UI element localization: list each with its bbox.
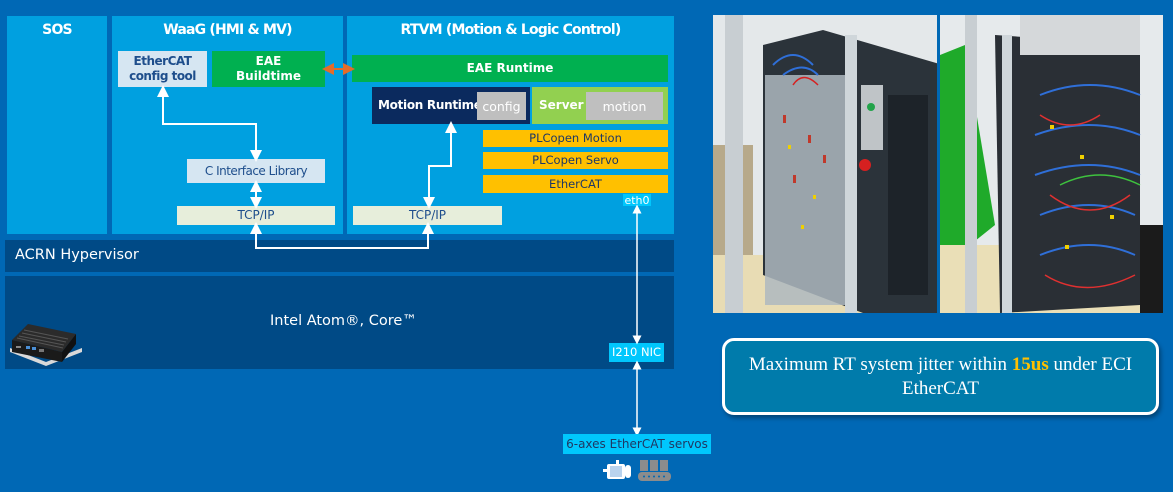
test-rack-photo-left	[713, 15, 937, 313]
callout-highlight: 15us	[1011, 354, 1049, 375]
waag-vm: WaaG (HMI & MV)	[112, 16, 343, 234]
callout-text-before: Maximum RT system jitter within	[748, 354, 1012, 375]
plcopen-servo: PLCopen Servo	[483, 152, 668, 169]
rtvm-tcpip: TCP/IP	[353, 206, 502, 225]
hardware-platform: Intel Atom®, Core™	[5, 276, 674, 369]
i210-nic: I210 NIC	[609, 343, 664, 362]
sos-title: SOS	[42, 22, 72, 38]
eae-buildtime: EAE Buildtime	[212, 51, 325, 87]
sos-vm: SOS	[7, 16, 107, 234]
c-interface-library: C Interface Library	[187, 159, 325, 183]
ethercat-config-tool-line2: config tool	[129, 69, 196, 83]
test-rack-photo-right	[940, 15, 1163, 313]
eae-buildtime-line1: EAE	[255, 54, 282, 68]
rtvm-title: RTVM (Motion & Logic Control)	[400, 22, 622, 38]
acrn-hypervisor: ACRN Hypervisor	[5, 240, 674, 272]
motion-runtime-label: Motion Runtime	[378, 98, 482, 112]
rtvm-vm: RTVM (Motion & Logic Control)	[347, 16, 674, 234]
ethercat-config-tool: EtherCAT config tool	[118, 51, 207, 87]
eth0-port: eth0	[623, 193, 651, 207]
callout-text-after: under ECI EtherCAT	[901, 354, 1133, 399]
hardware-label: Intel Atom®, Core™	[270, 313, 417, 329]
servo-motor-icon	[603, 460, 633, 482]
ethercat-stack: EtherCAT	[483, 175, 668, 193]
industrial-pc-icon	[6, 318, 84, 366]
conveyor-icon	[638, 460, 672, 482]
server-motion: motion	[586, 92, 663, 120]
waag-tcpip: TCP/IP	[177, 206, 335, 225]
motion-runtime-config: config	[477, 92, 526, 120]
ethercat-config-tool-line1: EtherCAT	[133, 54, 192, 68]
servos-label: 6-axes EtherCAT servos	[563, 434, 711, 454]
plcopen-motion: PLCopen Motion	[483, 130, 668, 147]
eae-buildtime-line2: Buildtime	[236, 69, 301, 83]
jitter-callout: Maximum RT system jitter within 15us und…	[722, 338, 1159, 415]
waag-title: WaaG (HMI & MV)	[163, 22, 292, 38]
acrn-hypervisor-label: ACRN Hypervisor	[15, 247, 139, 263]
server-label: Server	[539, 98, 584, 112]
eae-runtime: EAE Runtime	[352, 55, 668, 82]
